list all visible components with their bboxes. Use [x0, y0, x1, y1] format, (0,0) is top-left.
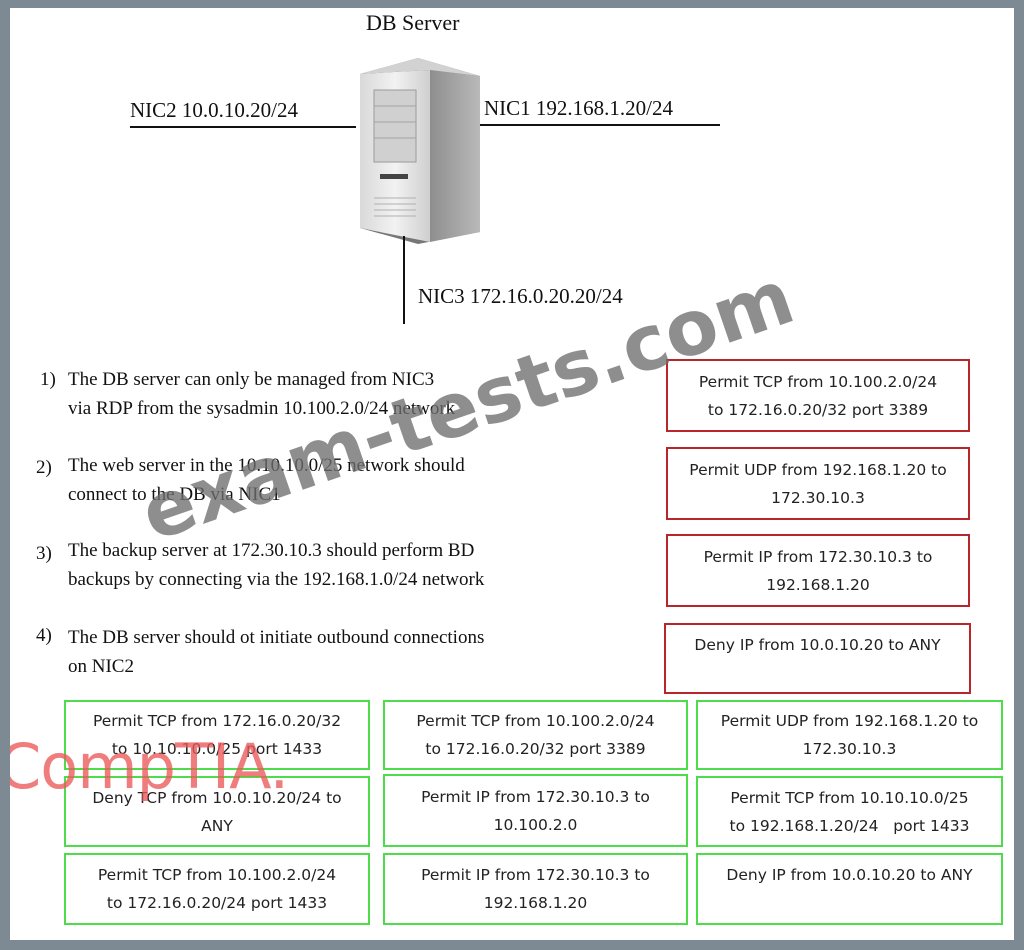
requirement-text: The web server in the 10.10.10.0/25 netw… — [68, 451, 588, 509]
nic1-link — [480, 124, 720, 126]
nic2-label: NIC2 10.0.10.20/24 — [130, 98, 298, 122]
requirement-line: The DB server can only be managed from N… — [68, 369, 435, 390]
requirement-line: on NIC2 — [68, 656, 134, 677]
requirement-line: backups by connecting via the 192.168.1.… — [68, 569, 485, 590]
diagram-title: DB Server — [366, 10, 460, 35]
nic3-link — [403, 236, 405, 324]
diagram-canvas: DB Server NIC2 10.0.10.20/ — [10, 8, 1014, 940]
requirement-number: 1) — [40, 369, 56, 390]
requirement-text: The DB server can only be managed from N… — [68, 365, 588, 423]
requirement-text: The backup server at 172.30.10.3 should … — [68, 536, 588, 594]
nic3-label: NIC3 172.16.0.20.20/24 — [418, 284, 623, 308]
requirement-line: The DB server should ot initiate outboun… — [68, 627, 485, 648]
requirement-number: 2) — [36, 457, 52, 478]
server-icon — [360, 58, 480, 244]
requirement-number: 4) — [36, 625, 52, 646]
requirement-line: The web server in the 10.10.10.0/25 netw… — [68, 455, 465, 476]
requirement-number: 3) — [36, 543, 52, 564]
nic2-link — [130, 126, 356, 128]
option-tile-9[interactable]: Deny IP from 10.0.10.20 to ANY — [696, 853, 1003, 925]
requirement-line: via RDP from the sysadmin 10.100.2.0/24 … — [68, 398, 456, 419]
nic1-label: NIC1 192.168.1.20/24 — [484, 96, 673, 120]
requirement-line: connect to the DB via NIC1 — [68, 484, 281, 505]
requirement-text: The DB server should ot initiate outboun… — [68, 623, 588, 681]
answer-slot-4[interactable]: Deny IP from 10.0.10.20 to ANY — [664, 623, 971, 694]
requirement-line: The backup server at 172.30.10.3 should … — [68, 540, 475, 561]
